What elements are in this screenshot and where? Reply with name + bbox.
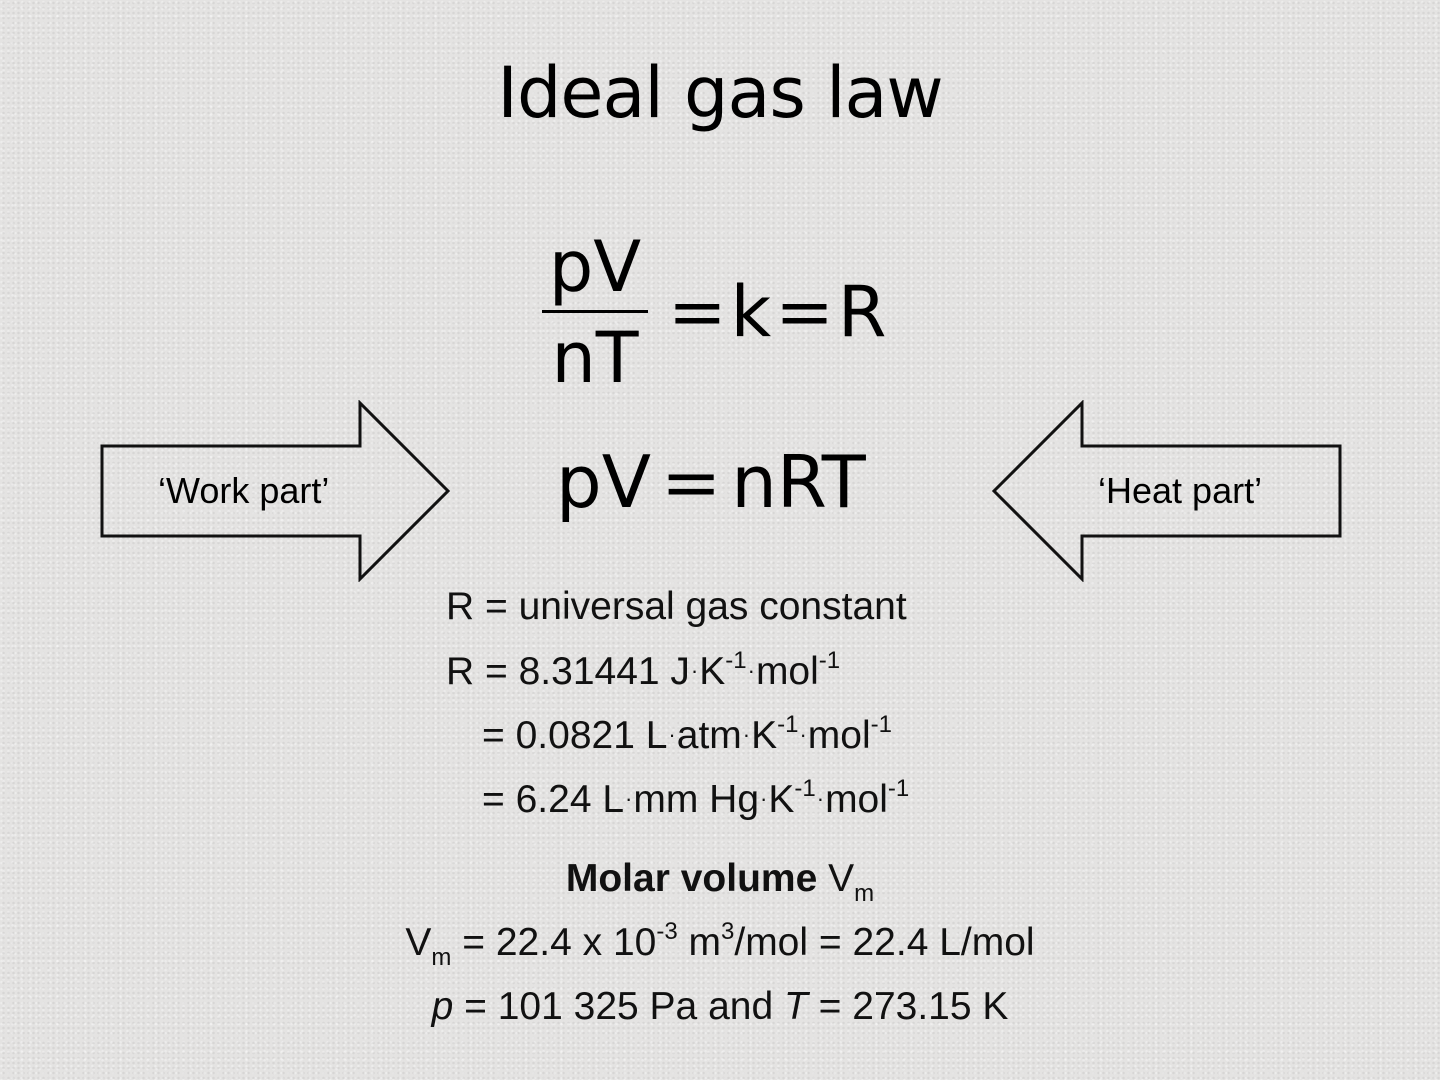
value-text: = 22.4 x 10 xyxy=(451,921,657,964)
unit-m: m xyxy=(677,921,722,964)
middle-dot: · xyxy=(760,786,768,811)
gas-constant-value-atm: = 0.0821 L·atm·K-1·mol-1 xyxy=(446,708,909,772)
middle-dot: · xyxy=(668,722,676,747)
middle-dot: · xyxy=(742,722,751,747)
ratio-equation-rhs: =k=R xyxy=(664,271,887,353)
subscript: m xyxy=(431,944,452,971)
middle-dot: · xyxy=(747,658,755,683)
value-text: = 6.24 L xyxy=(482,778,625,821)
equals-sign: = xyxy=(668,271,727,353)
equation-lhs: pV xyxy=(556,440,651,524)
heat-part-arrow: ‘Heat part’ xyxy=(990,400,1342,582)
unit-mol: mol xyxy=(825,778,888,821)
symbol-t: T xyxy=(783,985,808,1028)
symbol-p: p xyxy=(431,985,454,1028)
work-part-arrow: ‘Work part’ xyxy=(100,400,452,582)
middle-dot: · xyxy=(625,786,633,811)
ideal-gas-equation: pV=nRT xyxy=(556,440,866,524)
fraction-bar xyxy=(542,309,648,313)
unit-kelvin: K xyxy=(768,778,795,821)
molar-volume-block: Molar volume Vm Vm = 22.4 x 10-3 m3/mol … xyxy=(0,852,1440,1044)
fraction: pV nT xyxy=(540,226,650,399)
symbol-v: V xyxy=(405,921,432,964)
unit-atm: atm xyxy=(676,714,742,757)
right-arrow-icon xyxy=(100,400,451,582)
left-arrow-icon xyxy=(991,400,1342,582)
subscript: m xyxy=(854,880,875,907)
exponent: -1 xyxy=(818,647,841,674)
exponent: -1 xyxy=(870,711,892,738)
equation-rhs: nRT xyxy=(731,440,866,524)
standard-conditions: p = 101 325 Pa and T = 273.15 K xyxy=(0,980,1440,1044)
value-text: R = 8.31441 J xyxy=(446,650,690,693)
molar-volume-value: Vm = 22.4 x 10-3 m3/mol = 22.4 L/mol xyxy=(0,916,1440,980)
gas-constant-value-si: R = 8.31441 J·K-1·mol-1 xyxy=(446,644,909,708)
exponent: -1 xyxy=(725,647,747,674)
unit-mol: mol xyxy=(807,714,871,757)
work-part-label: ‘Work part’ xyxy=(158,470,330,511)
exponent: -3 xyxy=(656,918,678,945)
middle-dot: · xyxy=(799,722,807,747)
heading-text: Molar volume xyxy=(565,857,818,900)
gas-constant-value-mmhg: = 6.24 L·mm Hg·K-1·mol-1 xyxy=(446,772,909,836)
slide-title: Ideal gas law xyxy=(497,52,943,134)
exponent: -1 xyxy=(777,711,799,738)
equals-sign: = xyxy=(660,440,722,524)
gas-constant-block: R = universal gas constant R = 8.31441 J… xyxy=(446,580,909,836)
value-text: = 0.0821 L xyxy=(482,714,668,757)
exponent: 3 xyxy=(721,918,735,945)
equals-sign: = xyxy=(775,271,834,353)
value-text: = 101 325 Pa and xyxy=(453,985,784,1028)
molar-volume-heading: Molar volume Vm xyxy=(0,852,1440,916)
heat-part-label: ‘Heat part’ xyxy=(1098,470,1263,511)
constant-r: R xyxy=(837,271,887,353)
middle-dot: · xyxy=(690,658,699,683)
middle-dot: · xyxy=(816,786,825,811)
unit-mmhg: mm Hg xyxy=(633,778,760,821)
unit-mol: mol xyxy=(755,650,819,693)
exponent: -1 xyxy=(794,775,816,802)
fraction-numerator: pV xyxy=(548,225,642,308)
fraction-denominator: nT xyxy=(551,316,639,399)
exponent: -1 xyxy=(887,775,910,802)
ratio-equation: pV nT =k=R xyxy=(540,222,887,402)
unit-kelvin: K xyxy=(751,714,778,757)
value-text: = 273.15 K xyxy=(807,985,1009,1028)
unit-kelvin: K xyxy=(699,650,726,693)
value-text: /mol = 22.4 L/mol xyxy=(734,921,1035,964)
symbol-v: V xyxy=(828,857,855,900)
gas-constant-definition: R = universal gas constant xyxy=(446,585,907,628)
constant-k: k xyxy=(730,271,772,353)
